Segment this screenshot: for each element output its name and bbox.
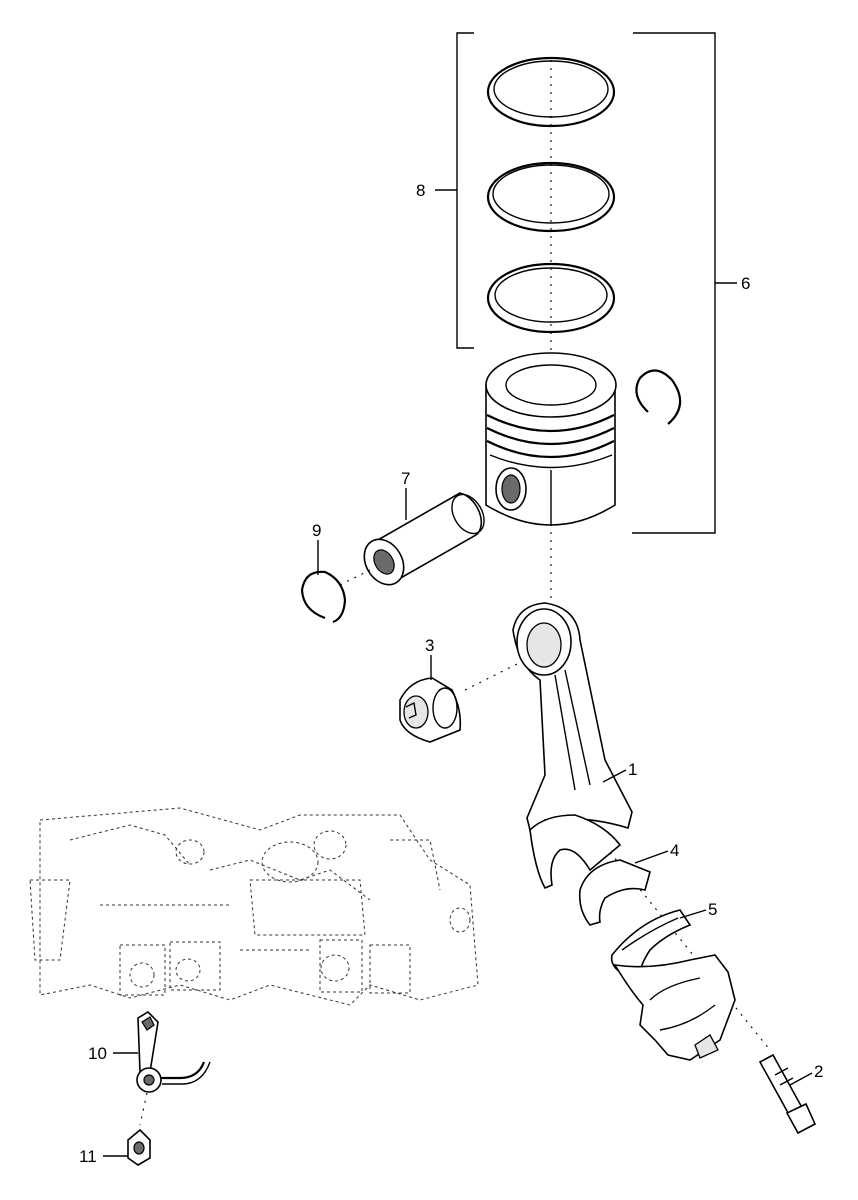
piston-ring-middle	[486, 161, 616, 233]
callout-7: 7	[401, 469, 410, 488]
nozzle-bolt-axis-line	[139, 1092, 148, 1126]
small-end-bushing	[399, 677, 462, 743]
callout-4: 4	[670, 841, 679, 860]
callout-11: 11	[79, 1147, 97, 1166]
piston-cooling-nozzle	[136, 1010, 211, 1093]
ring-set-bracket	[435, 32, 474, 349]
rod-bearing-upper	[578, 859, 651, 926]
callout-9: 9	[312, 521, 321, 540]
callout-5: 5	[708, 900, 717, 919]
pin-retainer-right	[635, 369, 682, 425]
piston-ring-oil	[486, 262, 616, 334]
bushing-axis-line	[464, 659, 526, 691]
leader-5	[679, 909, 707, 919]
connecting-rod-cap	[613, 954, 736, 1061]
callout-6: 6	[741, 274, 750, 293]
leader-1	[602, 769, 627, 783]
callout-1: 1	[628, 760, 637, 779]
connecting-rod-bolt	[758, 1053, 817, 1135]
piston-ring-top	[486, 56, 616, 128]
rod-to-bolt-axis-line	[599, 839, 771, 1051]
callout-2: 2	[814, 1062, 823, 1081]
callout-8: 8	[416, 181, 425, 200]
leader-4	[634, 850, 669, 864]
pin-axis-line	[339, 569, 371, 586]
rod-bearing-lower	[610, 909, 692, 976]
nozzle-bolt	[127, 1128, 151, 1166]
pin-retainer-left	[300, 570, 347, 624]
callout-10: 10	[88, 1044, 107, 1063]
piston-pin	[363, 492, 485, 586]
piston-assembly-bracket	[632, 32, 737, 534]
callout-3: 3	[425, 636, 434, 655]
engine-block-section	[29, 807, 479, 1006]
leader-2	[789, 1072, 813, 1086]
piston	[485, 352, 617, 526]
connecting-rod	[512, 602, 633, 890]
